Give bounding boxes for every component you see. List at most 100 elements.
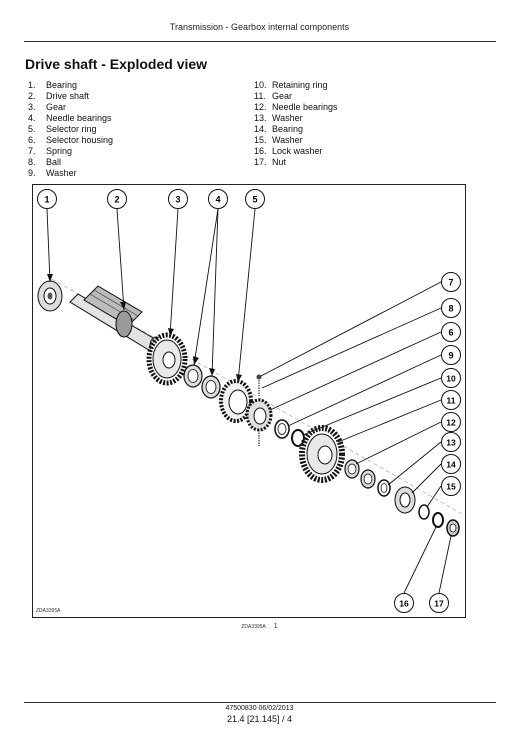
legend-label: Ball	[46, 157, 62, 167]
callout-3: 3	[168, 189, 188, 209]
legend-number: 4.	[28, 113, 36, 123]
svg-text:4: 4	[215, 195, 220, 205]
legend-item: 15. Washer	[254, 135, 338, 146]
legend-label: Drive shaft	[46, 91, 90, 101]
legend-label: Gear	[272, 91, 293, 101]
legend-item: 6. Selector housing	[28, 135, 113, 146]
selector-housing-part	[245, 374, 273, 446]
legend-item: 12. Needle bearings	[254, 102, 338, 113]
lock-washer-part	[432, 512, 444, 528]
legend-item: 3. Gear	[28, 102, 113, 113]
callout-1: 1	[37, 189, 57, 209]
legend-item: 2. Drive shaft	[28, 91, 113, 102]
washer-part	[274, 419, 290, 439]
legend-number: 15.	[254, 135, 267, 145]
legend-number: 13.	[254, 113, 267, 123]
svg-text:13: 13	[446, 438, 456, 448]
legend-number: 6.	[28, 135, 36, 145]
page-reference: 21.4 [21.145] / 4	[226, 714, 293, 724]
document-reference: 47500830 06/02/2013	[225, 705, 294, 712]
gear-part	[299, 425, 345, 483]
legend-number: 10.	[254, 80, 267, 90]
leader-arrowheads	[47, 274, 242, 382]
legend-label: Selector housing	[46, 135, 114, 145]
svg-text:12: 12	[446, 418, 456, 428]
svg-text:8: 8	[448, 304, 453, 314]
legend-number: 1.	[28, 80, 36, 90]
legend-label: Selector ring	[46, 124, 97, 134]
legend-column-right: 10. Retaining ring 11. Gear 12. Needle bear…	[254, 80, 338, 168]
nut-part	[446, 519, 460, 537]
callout-11: 11	[441, 390, 461, 410]
legend-label: Bearing	[46, 80, 78, 90]
washer-part	[377, 479, 391, 497]
legend-item: 8.Ball	[28, 157, 113, 168]
needle-bearings-part	[344, 459, 376, 489]
exploded-view-drawing: 1 2 3 4 5 7 8 6 9 10 11 12	[32, 184, 466, 618]
exploded-view-figure: 1 2 3 4 5 7 8 6 9 10 11 12	[32, 184, 466, 618]
bearing-part	[37, 280, 63, 312]
callout-9: 9	[441, 345, 461, 365]
bearing-part	[394, 486, 416, 514]
callout-7: 7	[441, 272, 461, 292]
svg-text:15: 15	[446, 482, 456, 492]
figure-number: 1	[273, 623, 278, 630]
callout-13: 13	[441, 432, 461, 452]
legend-number: 7.	[28, 146, 36, 156]
legend-item: 13. Washer	[254, 113, 338, 124]
callout-15: 15	[441, 476, 461, 496]
figure-caption: ZDA3395A 1	[0, 623, 519, 630]
legend-label: Gear	[46, 102, 67, 112]
svg-text:11: 11	[447, 396, 456, 406]
svg-text:5: 5	[252, 195, 257, 205]
legend-label: Washer	[272, 113, 303, 123]
legend-number: 3.	[28, 102, 36, 112]
legend-item: 14.Bearing	[254, 124, 338, 135]
legend-number: 12.	[254, 102, 267, 112]
svg-text:6: 6	[448, 328, 453, 338]
legend-label: Needle bearings	[46, 113, 112, 123]
footer-divider	[24, 702, 496, 703]
callout-10: 10	[441, 368, 461, 388]
selector-ring-part	[219, 379, 253, 423]
legend-number: 16.	[254, 146, 267, 156]
svg-text:2: 2	[114, 195, 119, 205]
legend-label: Spring	[46, 146, 73, 156]
legend-number: 17.	[254, 157, 267, 167]
figure-code: ZDA3395A	[36, 608, 61, 614]
svg-text:3: 3	[175, 195, 180, 205]
legend-number: 14.	[254, 124, 267, 134]
figure-caption-code: ZDA3395A	[241, 624, 266, 630]
legend-item: 10. Retaining ring	[254, 80, 338, 91]
callout-12: 12	[441, 412, 461, 432]
legend-item: 5.Selector ring	[28, 124, 113, 135]
legend-item: 4. Needle bearings	[28, 113, 113, 124]
legend-number: 2.	[28, 91, 36, 101]
svg-text:14: 14	[446, 460, 456, 470]
legend-item: 17. Nut	[254, 157, 338, 168]
legend-number: 9.	[28, 168, 36, 178]
callout-6: 6	[441, 322, 461, 342]
callout-14: 14	[441, 454, 461, 474]
callout-8: 8	[441, 298, 461, 318]
callout-5: 5	[245, 189, 265, 209]
svg-text:10: 10	[446, 374, 456, 384]
svg-text:9: 9	[448, 351, 453, 361]
leader-lines	[46, 208, 452, 594]
svg-text:1: 1	[44, 195, 49, 205]
legend-label: Retaining ring	[272, 80, 328, 90]
legend-column-left: 1. Bearing 2. Drive shaft 3. Gear 4. Needle …	[28, 80, 113, 179]
legend-label: Washer	[272, 135, 303, 145]
legend-item: 7. Spring	[28, 146, 113, 157]
legend-label: Needle bearings	[272, 102, 338, 112]
needle-bearings-part	[183, 364, 221, 399]
legend-label: Nut	[272, 157, 287, 167]
callout-2: 2	[107, 189, 127, 209]
callout-16: 16	[394, 593, 414, 613]
legend-item: 16. Lock washer	[254, 146, 338, 157]
legend-number: 11.	[254, 91, 266, 101]
legend-item: 9.Washer	[28, 168, 113, 179]
svg-text:7: 7	[448, 278, 453, 288]
callout-17: 17	[429, 593, 449, 613]
legend-label: Lock washer	[272, 146, 323, 156]
